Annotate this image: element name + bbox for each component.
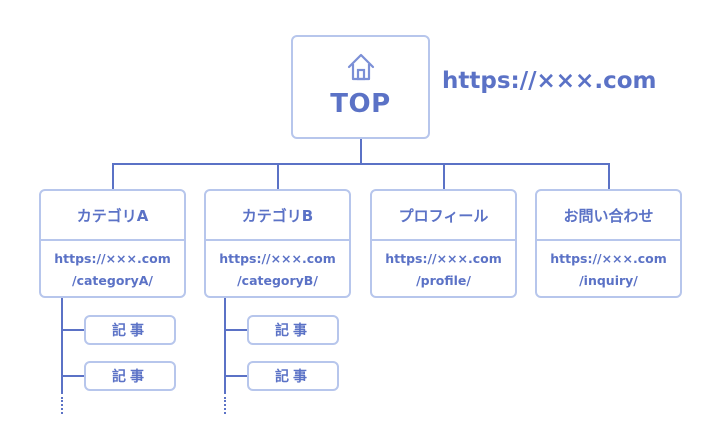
category-title: カテゴリB — [241, 206, 314, 225]
category-url-line1: https://×××.com — [54, 251, 171, 266]
continuation-dots-b — [224, 397, 226, 414]
category-url-line2: /profile/ — [416, 273, 471, 288]
top-label: TOP — [330, 89, 391, 119]
article-node-a1: 記事 — [84, 315, 176, 345]
top-page-node: TOP — [291, 35, 430, 139]
category-title: カテゴリA — [76, 206, 149, 225]
home-icon — [347, 53, 375, 81]
article-branch-a1 — [61, 329, 84, 331]
category-node-profile: プロフィール https://×××.com /profile/ — [370, 189, 517, 298]
category-title: お問い合わせ — [563, 206, 654, 225]
divider — [372, 239, 515, 241]
branch-line-inquiry — [608, 163, 610, 190]
branch-line-b — [277, 163, 279, 190]
article-branch-b2 — [224, 375, 247, 377]
branch-line-a — [112, 163, 114, 190]
article-branch-b1 — [224, 329, 247, 331]
article-node-a2: 記事 — [84, 361, 176, 391]
category-title: プロフィール — [398, 206, 489, 225]
divider — [41, 239, 184, 241]
divider — [206, 239, 349, 241]
category-node-inquiry: お問い合わせ https://×××.com /inquiry/ — [535, 189, 682, 298]
top-connector-line — [360, 139, 362, 164]
branch-line-profile — [443, 163, 445, 190]
category-url: https://×××.com /categoryA/ — [41, 248, 184, 292]
category-url-line1: https://×××.com — [219, 251, 336, 266]
article-node-b1: 記事 — [247, 315, 339, 345]
category-node-b: カテゴリB https://×××.com /categoryB/ — [204, 189, 351, 298]
article-branch-a2 — [61, 375, 84, 377]
top-url: https://×××.com — [442, 68, 657, 94]
category-url-line2: /categoryB/ — [237, 273, 318, 288]
article-trunk-b — [224, 298, 226, 394]
category-url-line1: https://×××.com — [550, 251, 667, 266]
article-node-b2: 記事 — [247, 361, 339, 391]
horizontal-branch-line — [112, 163, 610, 165]
continuation-dots-a — [61, 397, 63, 414]
category-url-line2: /inquiry/ — [579, 273, 638, 288]
article-trunk-a — [61, 298, 63, 394]
category-node-a: カテゴリA https://×××.com /categoryA/ — [39, 189, 186, 298]
divider — [537, 239, 680, 241]
category-url-line1: https://×××.com — [385, 251, 502, 266]
category-url: https://×××.com /categoryB/ — [206, 248, 349, 292]
category-url-line2: /categoryA/ — [72, 273, 153, 288]
category-url: https://×××.com /profile/ — [372, 248, 515, 292]
category-url: https://×××.com /inquiry/ — [537, 248, 680, 292]
